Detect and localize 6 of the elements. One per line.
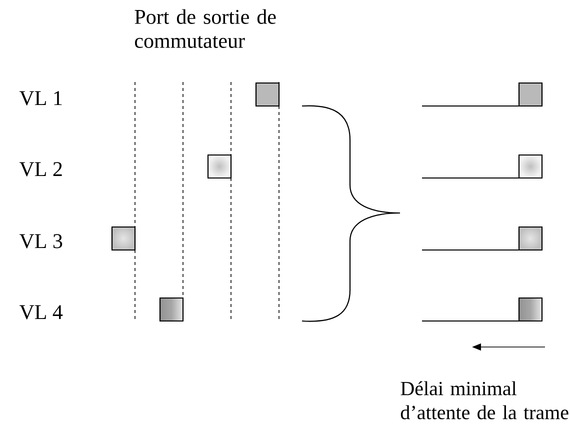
axis-title: Port de sortie de commutateur: [134, 9, 276, 48]
row-label: VL 3: [19, 234, 62, 248]
row-label: VL 2: [19, 162, 62, 176]
row-label: VL 4: [19, 305, 63, 320]
row-label: VL 1: [19, 91, 62, 106]
arrow-caption: Délai minimal d’attente de la trame: [400, 381, 568, 420]
